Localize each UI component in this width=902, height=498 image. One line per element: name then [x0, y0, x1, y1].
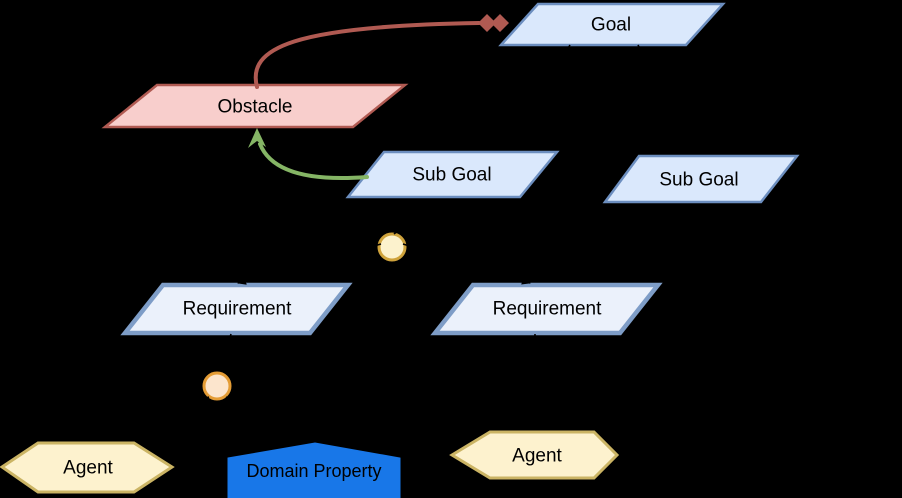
- domain-property-shape[interactable]: [227, 442, 401, 498]
- and-circle-lower: [202, 371, 232, 401]
- obstruction-edge[interactable]: [253, 14, 509, 89]
- resolution-arrowhead-icon: [248, 128, 266, 148]
- obstacle-shape[interactable]: [101, 83, 409, 129]
- agent1-node: Agent: [0, 441, 175, 494]
- requirement2-node: Requirement: [430, 282, 663, 336]
- edge-circle-subgoal1[interactable]: [393, 199, 435, 235]
- resolution-curve[interactable]: [258, 142, 369, 181]
- obstacle-label: Obstacle: [218, 97, 293, 118]
- resolution-edge[interactable]: [248, 128, 369, 181]
- edge-circle-requirement1[interactable]: [237, 243, 382, 285]
- agent1-label: Agent: [63, 458, 113, 479]
- requirement1-shape[interactable]: [120, 282, 353, 336]
- edge-goal-subgoal2[interactable]: [637, 44, 694, 154]
- agent2-label: Agent: [512, 446, 562, 467]
- edge-requirement1-circle[interactable]: [218, 333, 232, 371]
- requirement2-shape[interactable]: [430, 282, 663, 336]
- obstruction-curve[interactable]: [253, 21, 481, 89]
- domain-property-node: Domain Property: [227, 442, 401, 498]
- domain-property-label: Domain Property: [246, 461, 381, 481]
- requirement2-label: Requirement: [493, 299, 602, 320]
- and-circle-lower-shape[interactable]: [202, 371, 232, 401]
- obstacle-node: Obstacle: [101, 83, 409, 129]
- refinement-links: [91, 44, 694, 440]
- edge-circle-agent1[interactable]: [91, 396, 210, 439]
- edge-goal-subgoal1[interactable]: [506, 44, 571, 148]
- and-circle-upper: [377, 232, 407, 262]
- subgoal1-node: Sub Goal: [345, 150, 560, 199]
- and-circle-upper-shape[interactable]: [377, 232, 407, 262]
- subgoal2-shape[interactable]: [602, 154, 800, 204]
- goal-node: Goal: [498, 2, 726, 47]
- agent2-shape[interactable]: [449, 430, 620, 480]
- requirement1-node: Requirement: [120, 282, 353, 336]
- obstruction-diamond-2: [491, 14, 509, 32]
- subgoal1-label: Sub Goal: [412, 165, 491, 186]
- edge-requirement2-agent2[interactable]: [530, 333, 539, 427]
- edge-circle-domain-property[interactable]: [225, 396, 302, 440]
- requirement1-label: Requirement: [183, 299, 292, 320]
- subgoal2-node: Sub Goal: [602, 154, 800, 204]
- goal-label: Goal: [591, 15, 631, 36]
- edge-circle-requirement2[interactable]: [402, 243, 531, 285]
- agent2-node: Agent: [449, 430, 620, 480]
- agent1-shape[interactable]: [0, 441, 175, 494]
- subgoal1-shape[interactable]: [345, 150, 560, 199]
- obstruction-diamond-1: [478, 14, 496, 32]
- subgoal2-label: Sub Goal: [659, 170, 738, 191]
- goal-shape[interactable]: [498, 2, 726, 47]
